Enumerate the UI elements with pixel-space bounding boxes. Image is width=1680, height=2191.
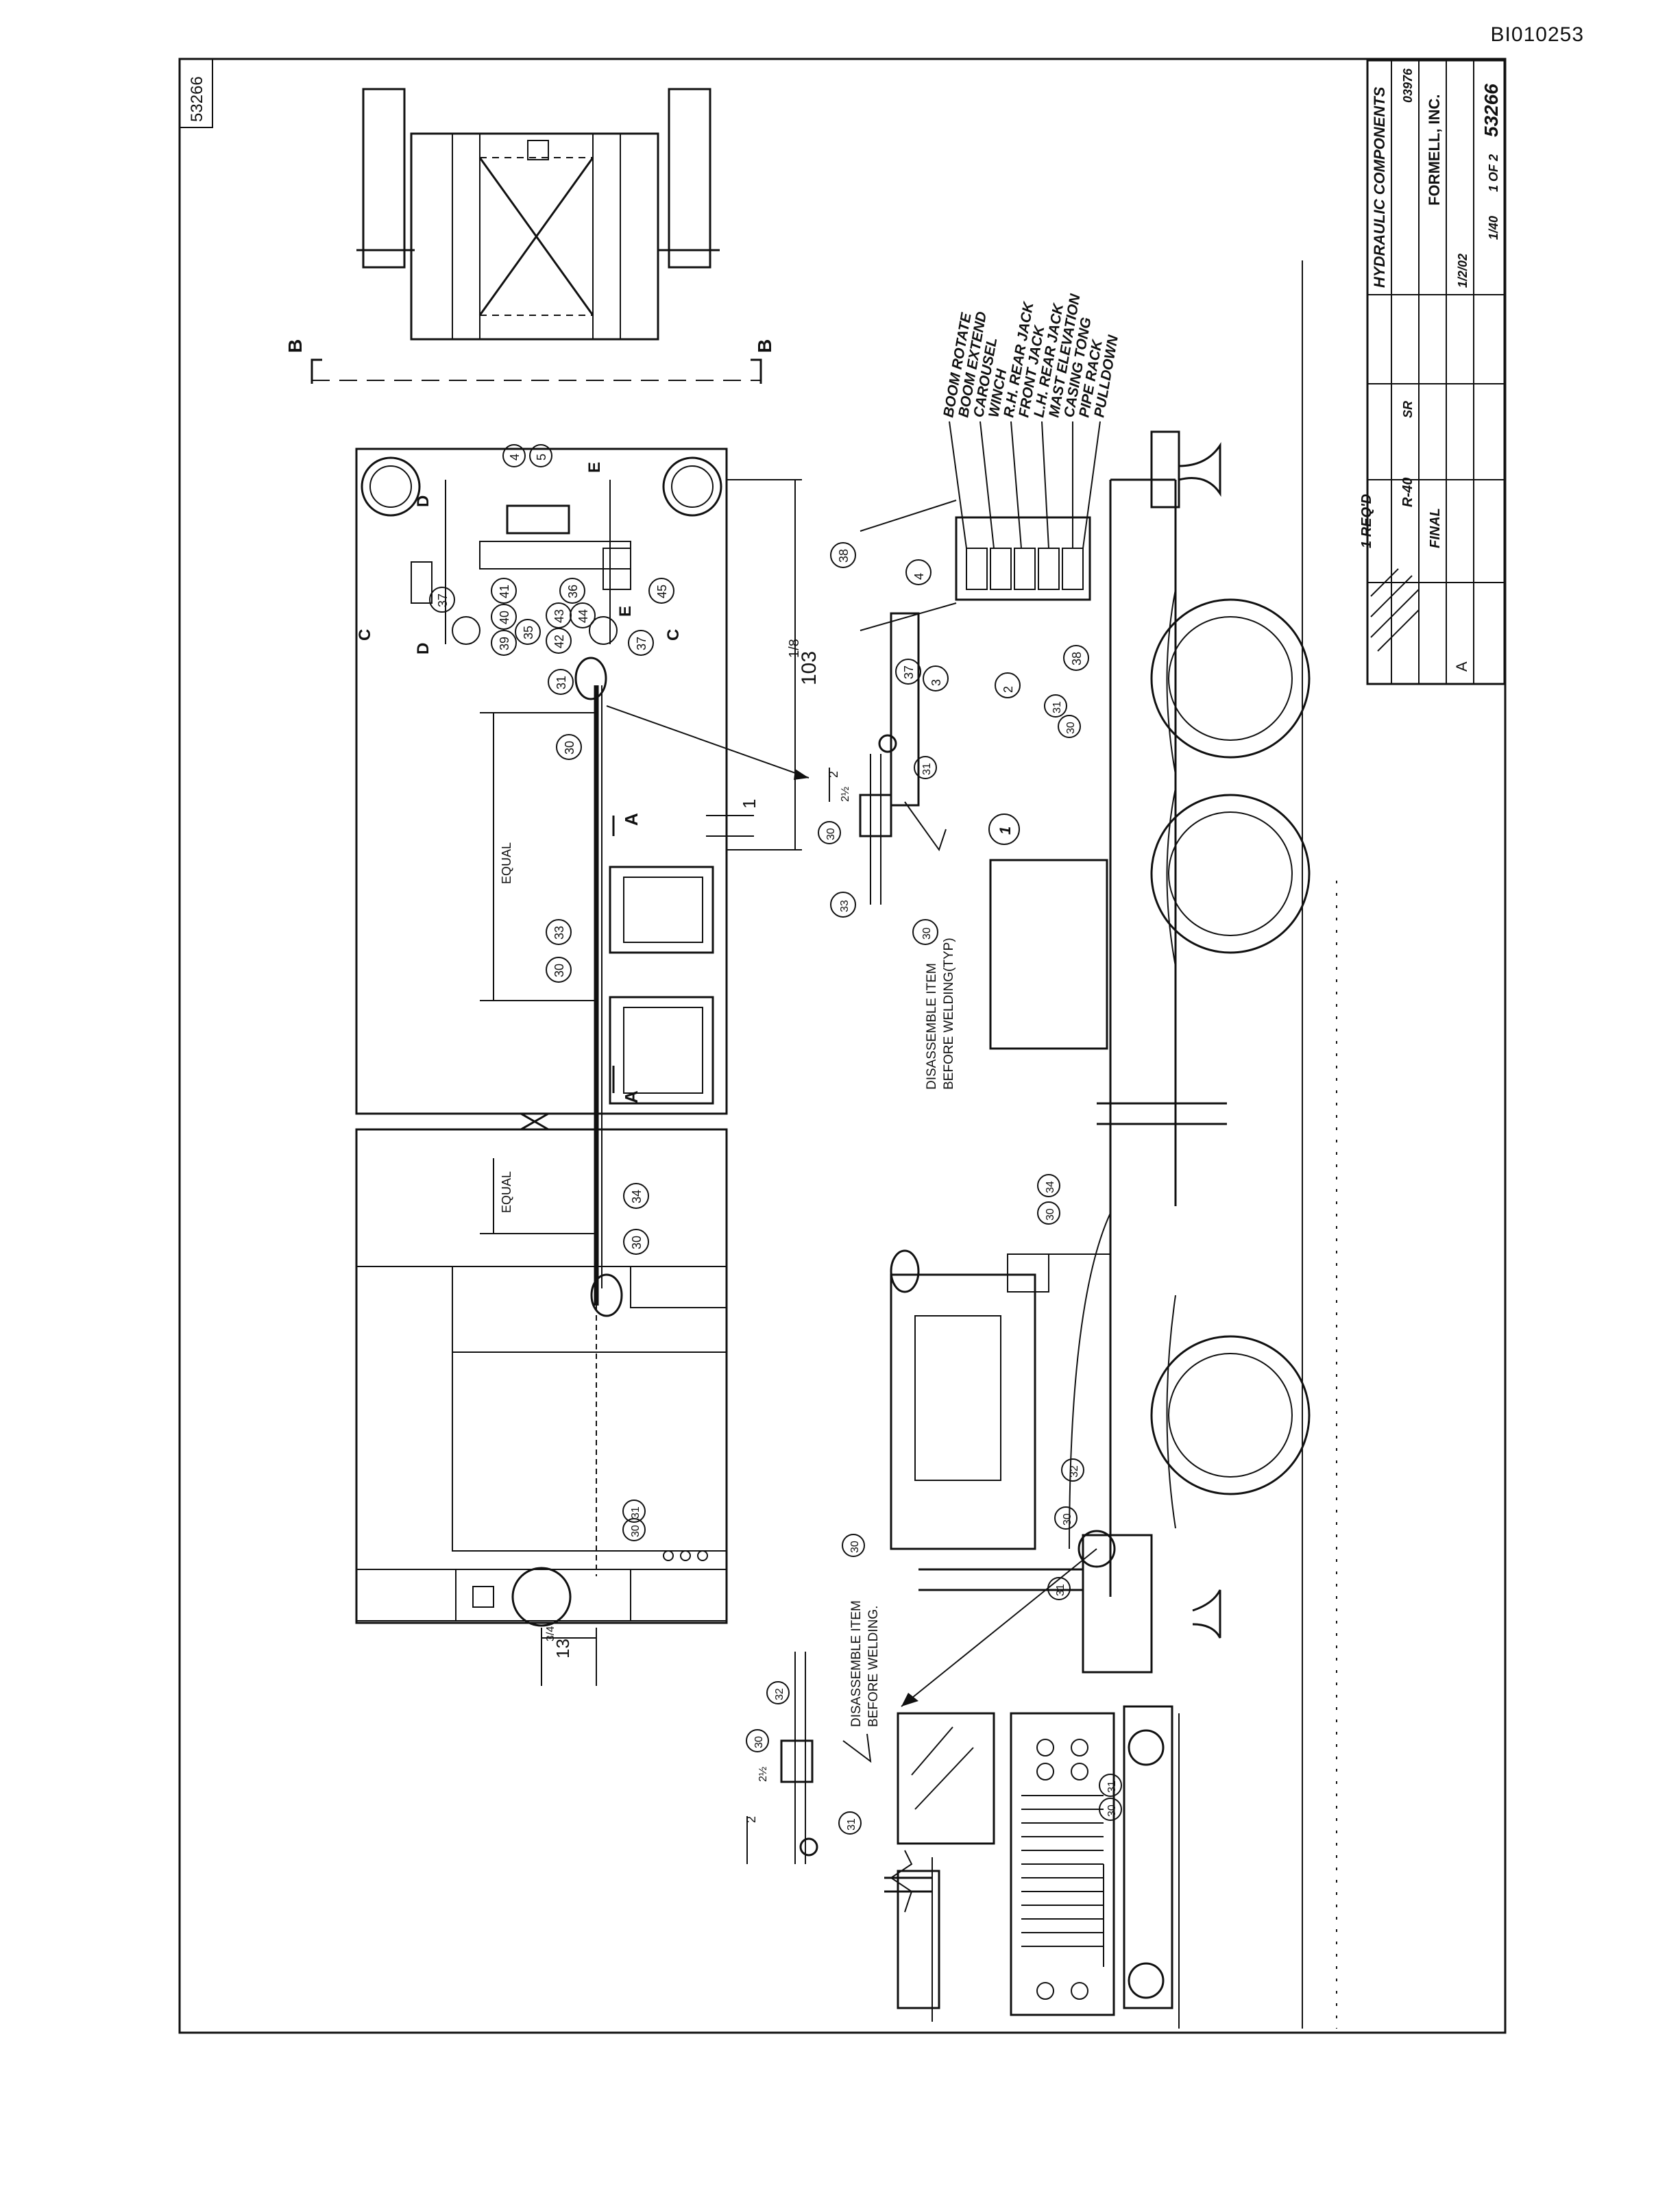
note-disassemble-2: DISASSEMBLE ITEM [849,1600,864,1727]
title-code: 03976 [1401,68,1415,103]
balloon-30-side-c: 30 [1062,1513,1073,1526]
balloon-30-detail-b: 30 [921,927,933,940]
section-mark-c-right: C [664,629,683,641]
balloon-31-detail-b: 31 [846,1818,857,1831]
balloon-45: 45 [655,585,669,598]
balloon-31-detail-a: 31 [921,763,933,775]
detail-bracket-upper: 2 2½ 31 30 33 30 DISASSEMBLE ITEM BEFORE… [818,734,956,1090]
section-mark-b-right: B [754,339,775,353]
balloon-30-side-b: 30 [1045,1208,1056,1221]
title-date: 1/2/02 [1456,254,1470,288]
balloon-30-front: 30 [1106,1804,1118,1817]
dim-2-upper: 2 [827,771,840,778]
balloon-37-plan-b: 37 [635,637,648,650]
balloon-38-side-b: 38 [1070,652,1084,665]
title-model: R-40 [1400,478,1415,507]
balloon-3: 3 [929,679,943,686]
balloon-38-side-a: 38 [837,549,851,563]
title-sheet: 1 OF 2 [1487,154,1500,192]
balloon-39: 39 [498,637,511,650]
dim-2half-lower: 2½ [757,1767,769,1782]
detail-bracket-lower: 2 2½ 30 32 31 30 DISASSEMBLE ITEM BEFORE… [744,1534,881,1864]
corner-number: 53266 [188,76,206,122]
title-block: HYDRAULIC COMPONENTS R-40 1 REQ'D FORMEL… [1359,59,1506,685]
note-disassemble-1: DISASSEMBLE ITEM [925,963,939,1090]
section-mark-a-bottom: A [621,1090,642,1103]
balloon-36: 36 [566,585,580,598]
balloon-4-plan: 4 [508,454,522,461]
balloon-31-plan-a: 31 [555,676,568,689]
note-disassemble-1b: BEFORE WELDING(TYP) [942,938,956,1090]
section-mark-c-left: C [356,629,374,641]
balloon-33-plan: 33 [552,926,566,940]
balloon-30-detail-d: 30 [849,1541,861,1553]
dim-13-fraction: 3/4 [545,1626,557,1641]
plan-view-balloons: 5 4 37 37 39 40 41 35 42 43 44 36 45 31 … [429,444,674,1541]
section-mark-d-top: D [414,495,433,507]
note-disassemble-2b: BEFORE WELDING. [866,1606,881,1727]
dim-2-lower: 2 [744,1816,758,1823]
side-view-balloons: 4 38 37 3 2 38 31 30 1 30 34 32 30 31 [830,542,1089,1600]
balloon-32-side: 32 [1069,1465,1080,1478]
balloon-1: 1 [997,827,1014,835]
balloon-2: 2 [1001,686,1015,693]
balloon-30-plan-b: 30 [552,964,566,977]
valve-bank-sections [966,548,1084,590]
balloon-31-side-b: 31 [1055,1584,1067,1596]
balloon-4-side: 4 [912,573,926,580]
section-b-b-view: B B [284,88,775,384]
section-mark-b-left: B [284,339,306,353]
balloon-30-side-a: 30 [1065,722,1077,734]
dim-13-label: 13 [552,1639,573,1658]
balloon-37-side: 37 [902,665,916,679]
balloon-31-front: 31 [1106,1780,1118,1793]
balloon-43: 43 [552,609,566,623]
note-equal-1: EQUAL [500,842,513,884]
section-mark-a-top: A [621,813,642,826]
balloon-30-detail-c: 30 [753,1736,765,1748]
balloon-42: 42 [552,635,566,648]
balloon-5: 5 [535,454,548,461]
title-drawing-number: 53266 [1481,84,1502,137]
title-company: FORMELL, INC. [1426,94,1443,206]
title-drawn-by: SR [1401,401,1415,418]
section-mark-d-bottom: D [414,643,433,654]
balloon-30-detail-a: 30 [825,828,837,840]
title-scale: 1/40 [1487,216,1500,240]
dim-1-label: 1 [739,799,759,809]
balloon-37-plan-a: 37 [436,593,450,607]
balloon-31-side-a: 31 [1051,701,1063,713]
dim-2half-upper: 2½ [840,787,851,802]
title-revision-letter: A [1453,661,1470,672]
section-mark-e-top: E [585,462,604,473]
note-equal-2: EQUAL [500,1171,513,1213]
title-quantity: 1 REQ'D [1359,494,1374,548]
plan-view [355,448,809,1686]
balloon-35: 35 [522,626,535,639]
side-elevation-view [860,260,1337,2029]
dim-103-label: 103 [798,651,820,685]
section-mark-e-bottom: E [616,606,635,617]
balloon-34-side: 34 [1045,1181,1056,1193]
balloon-44: 44 [576,609,590,623]
document-id: BI010253 [1490,23,1584,46]
valve-label-list: BOOM ROTATE BOOM EXTEND CAROUSEL WINCH R… [940,292,1121,549]
title-revision-status: FINAL [1428,508,1443,548]
title-text: HYDRAULIC COMPONENTS [1371,86,1388,288]
corner-number-box [179,58,213,128]
balloon-41: 41 [498,585,511,598]
front-view: 30 31 [884,1705,1180,2029]
balloon-34-plan: 34 [630,1190,644,1203]
balloon-40: 40 [498,611,511,624]
balloon-31-plan-b: 31 [630,1506,642,1519]
balloon-30-plan-d: 30 [630,1525,642,1537]
dim-103-fraction: 1/8 [787,639,802,658]
sheet-border [178,58,1507,2034]
balloon-33-detail: 33 [839,900,851,912]
balloon-30-plan-c: 30 [630,1236,644,1249]
balloon-32-detail: 32 [774,1688,786,1700]
balloon-30-plan-a: 30 [563,741,576,755]
